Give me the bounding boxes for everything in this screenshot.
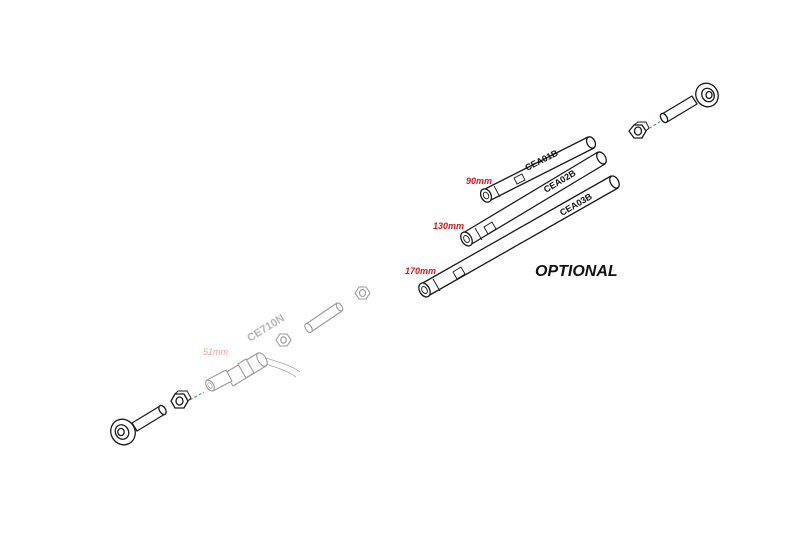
actuator-ghost (205, 352, 301, 392)
rod-end-bottom-left (110, 404, 167, 446)
nut-top-right (628, 121, 650, 139)
rod-length-label: 130mm (433, 221, 464, 231)
rod-length-label: 90mm (466, 176, 492, 186)
nut-bottom-left (170, 390, 192, 409)
alignment-line-top (644, 120, 662, 132)
rod-cea03b: CEA03B (418, 175, 620, 298)
actuator-length-label: 51mm (203, 347, 229, 357)
nut-center-ghost (354, 286, 371, 300)
alignment-line-bottom (189, 391, 205, 401)
nut-small-ghost (275, 333, 292, 347)
optional-label: OPTIONAL (535, 263, 618, 280)
rod-end-top-right (659, 82, 719, 124)
sleeve-ghost (304, 302, 344, 334)
rod-length-label: 170mm (405, 266, 436, 276)
